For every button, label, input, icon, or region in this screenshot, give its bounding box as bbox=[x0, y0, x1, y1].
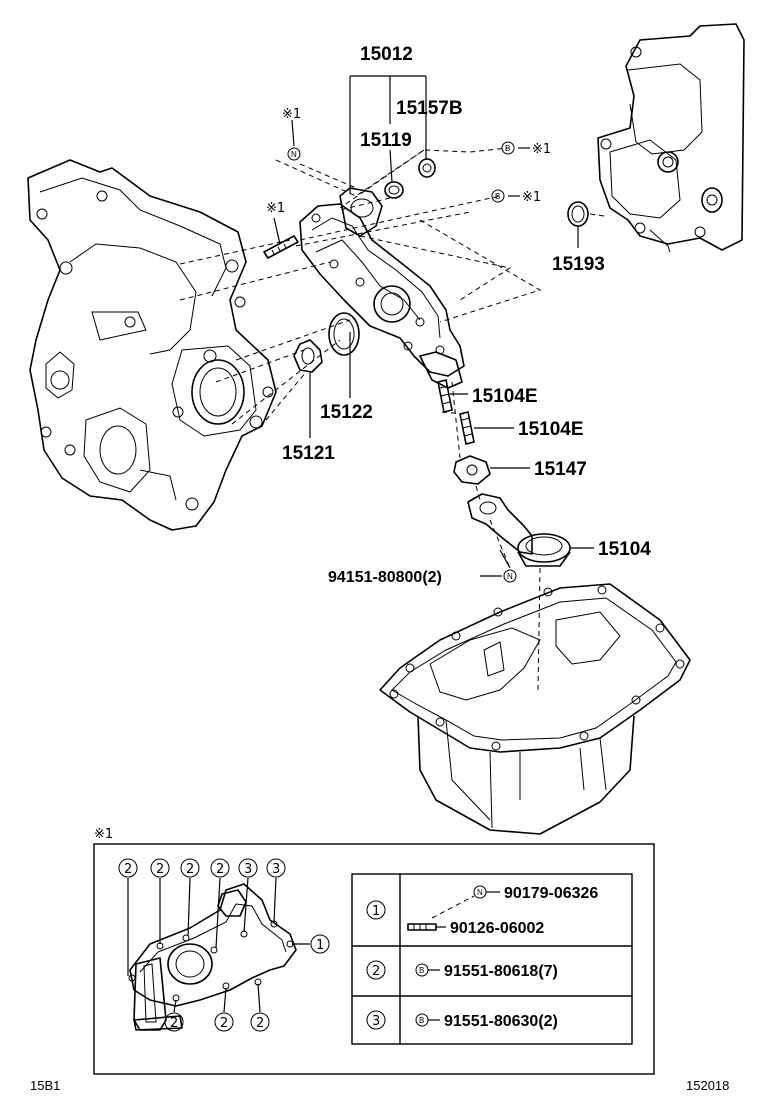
ref-mark-b-upper: ※1 bbox=[532, 142, 551, 157]
svg-text:2: 2 bbox=[372, 964, 380, 979]
inset-leader-lines bbox=[127, 877, 310, 1013]
svg-text:B: B bbox=[419, 1016, 424, 1025]
legend-row-3: 3 B 91551-80630(2) bbox=[366, 1010, 558, 1030]
assembly-guide-lines bbox=[179, 147, 605, 691]
stud-15104e-upper bbox=[437, 379, 453, 413]
legend-row-2: 2 B 91551-80618(7) bbox=[366, 960, 558, 980]
svg-text:2: 2 bbox=[216, 862, 224, 877]
callout-15193: 15193 bbox=[552, 254, 605, 275]
svg-text:N: N bbox=[477, 888, 483, 897]
ref-mark-stud: ※1 bbox=[266, 201, 285, 216]
n-marker-strainer: N bbox=[503, 569, 517, 583]
svg-text:N: N bbox=[291, 150, 297, 159]
svg-text:2: 2 bbox=[256, 1016, 264, 1031]
b-marker-upper: B bbox=[501, 141, 515, 155]
svg-text:1: 1 bbox=[372, 904, 380, 919]
svg-text:2: 2 bbox=[186, 862, 194, 877]
oil-pump-assembly-drawing bbox=[299, 187, 465, 389]
svg-text:91551-80618(7): 91551-80618(7) bbox=[444, 963, 558, 980]
svg-text:91551-80630(2): 91551-80630(2) bbox=[444, 1013, 558, 1030]
svg-text:1: 1 bbox=[316, 938, 324, 953]
inset-oil-pump-drawing bbox=[128, 883, 297, 1031]
svg-text:2: 2 bbox=[156, 862, 164, 877]
strainer-gasket-15147 bbox=[453, 455, 491, 485]
bolt-legend-table bbox=[351, 873, 633, 1045]
callout-94151-80800: 94151-80800(2) bbox=[328, 569, 442, 586]
inset-circle-2f: 2 bbox=[214, 1012, 234, 1032]
footer-right-code: 152018 bbox=[686, 1078, 729, 1093]
inset-ref-mark: ※1 bbox=[94, 827, 113, 842]
svg-text:3: 3 bbox=[372, 1014, 380, 1029]
oil-pump-drive-rotor-15122 bbox=[328, 312, 360, 356]
inset-circle-1: 1 bbox=[310, 934, 330, 954]
crankshaft-oil-seal-15193 bbox=[567, 201, 589, 248]
svg-text:2: 2 bbox=[220, 1016, 228, 1031]
footer-left-code: 15B1 bbox=[30, 1078, 60, 1093]
callout-15147: 15147 bbox=[534, 459, 587, 480]
b-marker-lower: B bbox=[491, 189, 505, 203]
inset-circle-3b: 3 bbox=[266, 858, 286, 878]
inset-circle-2g: 2 bbox=[250, 1012, 270, 1032]
callout-15104e-upper: 15104E bbox=[472, 386, 538, 407]
callout-15157b: 15157B bbox=[396, 98, 463, 119]
svg-text:B: B bbox=[505, 144, 510, 153]
svg-text:N: N bbox=[507, 572, 513, 581]
ref-mark-top: ※1 bbox=[282, 107, 301, 122]
svg-text:90179-06326: 90179-06326 bbox=[504, 885, 598, 902]
callout-15012: 15012 bbox=[360, 44, 413, 65]
leader-lines bbox=[273, 75, 594, 577]
callout-15122: 15122 bbox=[320, 402, 373, 423]
svg-text:B: B bbox=[419, 966, 424, 975]
svg-text:2: 2 bbox=[170, 1016, 178, 1031]
n-marker-top: N bbox=[287, 147, 301, 161]
svg-text:3: 3 bbox=[272, 862, 280, 877]
oil-pan-drawing bbox=[379, 583, 691, 835]
stud-bolt-drawing bbox=[263, 235, 299, 259]
inset-circle-2b: 2 bbox=[150, 858, 170, 878]
oil-pump-driven-rotor-15121 bbox=[293, 339, 323, 373]
inset-frame bbox=[93, 843, 655, 1075]
inset-circle-2c: 2 bbox=[180, 858, 200, 878]
inset-circle-2d: 2 bbox=[210, 858, 230, 878]
svg-text:3: 3 bbox=[244, 862, 252, 877]
callout-15121: 15121 bbox=[282, 443, 335, 464]
svg-text:2: 2 bbox=[124, 862, 132, 877]
callout-15104: 15104 bbox=[598, 539, 651, 560]
callout-15104e-lower: 15104E bbox=[518, 419, 584, 440]
cylinder-block-drawing bbox=[597, 23, 745, 253]
stud-15104e-lower bbox=[459, 411, 475, 445]
timing-chain-cover-drawing bbox=[27, 159, 277, 531]
ref-mark-b-lower: ※1 bbox=[522, 190, 541, 205]
inset-circle-3a: 3 bbox=[238, 858, 258, 878]
svg-text:90126-06002: 90126-06002 bbox=[450, 920, 544, 937]
inset-circle-2e: 2 bbox=[164, 1012, 184, 1032]
inset-circle-2a: 2 bbox=[118, 858, 138, 878]
callout-15119: 15119 bbox=[360, 130, 412, 151]
legend-row-1: 1 N 90179-06326 90126-06002 bbox=[366, 885, 598, 937]
svg-text:B: B bbox=[495, 192, 500, 201]
relief-valve-parts bbox=[384, 158, 436, 199]
oil-strainer-15104 bbox=[467, 493, 571, 567]
